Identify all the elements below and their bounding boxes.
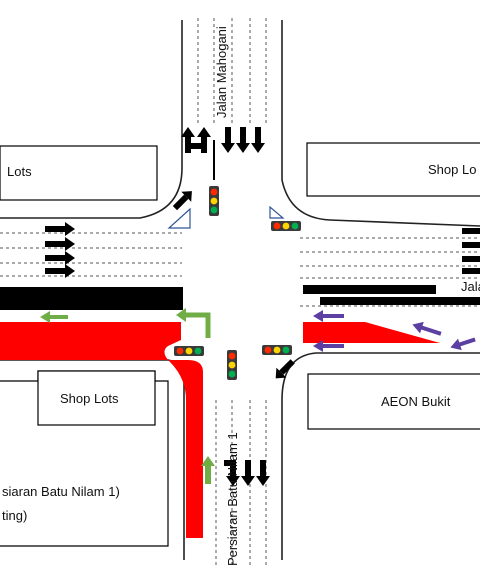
lot-label-ne: Shop Lo (428, 162, 477, 177)
purple-arrow-4 (450, 337, 476, 351)
yield-triangle-nw (167, 207, 191, 229)
building-se-aeon (307, 373, 480, 430)
red-flow-east-wedge (303, 322, 440, 343)
road-edge-north-west (0, 20, 183, 219)
lane-dashes (0, 18, 480, 565)
black-arrows-north (181, 127, 265, 153)
lot-label-se: AEON Bukit (381, 394, 451, 409)
road-label-north: Jalan Mahogani (214, 26, 229, 118)
black-arrows-east (462, 228, 480, 274)
black-arrows-west (45, 222, 75, 278)
building-sw-shop-front (37, 370, 156, 426)
building-nw (0, 145, 158, 201)
building-ne (306, 142, 480, 197)
black-queue-east (303, 285, 436, 294)
traffic-signal-east (271, 221, 301, 231)
green-arrow-uturn (176, 308, 211, 338)
green-arrow-up-south (201, 456, 215, 484)
traffic-signal-south-east (262, 345, 292, 355)
purple-arrow-3 (412, 321, 442, 336)
purple-arrow-1 (313, 310, 344, 322)
road-edge-north-east (281, 20, 480, 227)
traffic-signal-west (174, 346, 204, 356)
lot-label-sw-bottom-1: siaran Batu Nilam 1) (2, 484, 120, 499)
purple-arrow-2 (313, 340, 344, 352)
green-arrow-left (40, 311, 68, 323)
road-label-east: Jala (461, 279, 480, 294)
black-queue-east-lower (320, 297, 480, 305)
slip-arrow-nw (172, 191, 192, 211)
red-flow-west-to-south (0, 322, 203, 538)
yield-triangle-ne (269, 205, 285, 219)
road-label-south: Persiaran Batu Nilam 1 (225, 432, 240, 566)
lot-label-sw-bottom-2: ting) (2, 508, 28, 523)
traffic-signal-north (209, 186, 219, 216)
lot-label-sw: Shop Lots (60, 391, 119, 406)
slip-arrow-se (275, 359, 295, 379)
black-queue-west (0, 287, 183, 310)
black-arrows-south (224, 460, 270, 486)
lot-label-nw: Lots (7, 164, 32, 179)
traffic-signal-south (227, 350, 237, 380)
